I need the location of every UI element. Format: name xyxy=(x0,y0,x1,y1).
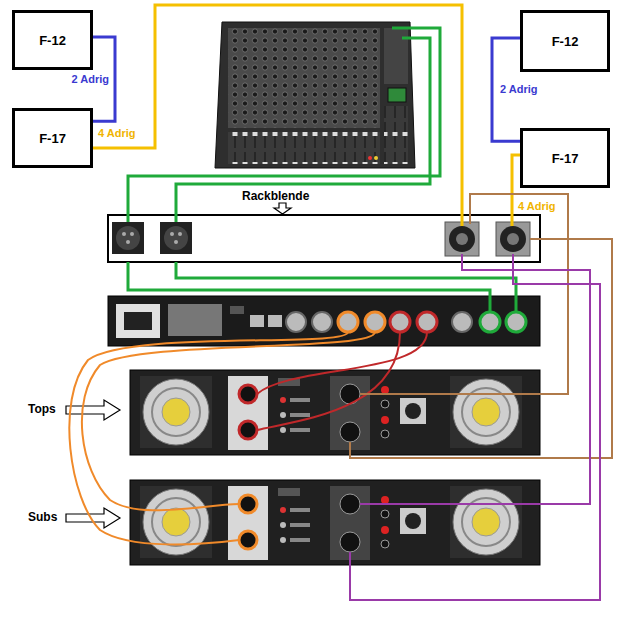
yellow-speaker-cables-part xyxy=(93,5,462,226)
cable-label: 2 Adrig xyxy=(72,73,110,86)
box-label: F-12 xyxy=(39,33,66,48)
crossover-unit-part xyxy=(124,312,152,330)
cable-label: 2 Adrig xyxy=(500,83,538,96)
purple-cables xyxy=(350,254,600,600)
rack-panel-part xyxy=(108,215,540,262)
green-cables xyxy=(128,28,516,312)
green-cables-part xyxy=(128,262,490,312)
green-cables-part xyxy=(128,28,440,222)
yellow-speaker-cables-part xyxy=(512,155,520,226)
red-cables xyxy=(257,332,427,430)
amplifier-subs-part xyxy=(239,531,257,549)
rack-panel-part xyxy=(116,226,140,250)
crossover-unit-part xyxy=(338,312,358,332)
tops-arrow xyxy=(66,400,120,420)
speaker-box: F-17 xyxy=(520,128,610,188)
mixer-console-part xyxy=(388,88,406,102)
rack-panel-part xyxy=(130,232,134,236)
box-label: F-17 xyxy=(552,151,579,166)
crossover-unit-part xyxy=(452,312,472,332)
rack-panel-part xyxy=(178,232,182,236)
crossover-unit-part xyxy=(312,312,332,332)
amplifier-tops-part xyxy=(130,370,540,455)
speaker-box: F-12 xyxy=(12,10,93,70)
box-text-group: F-12 xyxy=(39,33,66,48)
crossover-unit-part xyxy=(230,306,244,314)
crossover-unit-part xyxy=(480,312,500,332)
rack-panel-part xyxy=(112,222,144,254)
wire-label: 4 Adrig xyxy=(98,127,136,140)
crossover-unit-part xyxy=(390,312,410,332)
crossover-unit-part xyxy=(168,304,222,336)
mixer-console-part xyxy=(228,132,380,164)
wire-label: Rackblende xyxy=(242,190,309,204)
orange-cables-part xyxy=(82,332,375,510)
purple-cables-part xyxy=(360,254,590,504)
tops-arrow-part xyxy=(66,400,120,420)
amplifier-tops-part xyxy=(239,421,257,439)
amplifier-tops xyxy=(130,370,540,455)
crossover-unit-part xyxy=(286,312,306,332)
rack-panel-part xyxy=(500,226,526,252)
rack-panel-part xyxy=(174,240,178,244)
amplifier-subs-part xyxy=(239,495,257,513)
purple-cables-part xyxy=(350,254,600,600)
rackblende-arrow xyxy=(274,203,291,214)
rack-panel-part xyxy=(507,233,519,245)
mixer-console xyxy=(215,22,415,168)
mixer-console-part xyxy=(215,22,415,168)
speaker-box: F-12 xyxy=(520,10,610,72)
crossover-unit-part xyxy=(268,315,282,327)
rack-panel-part xyxy=(496,222,530,256)
orange-cables-part xyxy=(69,332,348,544)
crossover-unit-part xyxy=(250,315,264,327)
crossover-unit-part xyxy=(365,312,385,332)
rackblende-arrow-part xyxy=(274,203,291,214)
mixer-console-part xyxy=(368,156,372,160)
mixer-console-part xyxy=(374,156,378,160)
speaker-box: F-17 xyxy=(12,108,93,168)
wire-label: 4 Adrig xyxy=(518,200,556,213)
subs-arrow xyxy=(66,508,120,528)
green-cables-part xyxy=(176,38,430,222)
box-text-group: F-17 xyxy=(39,131,66,146)
orange-cables xyxy=(69,332,375,544)
rack-panel xyxy=(108,215,540,262)
mixer-console-part xyxy=(384,106,408,164)
rack-panel-part xyxy=(449,226,475,252)
rack-panel-part xyxy=(456,233,468,245)
wire-label: Subs xyxy=(28,511,57,525)
box-label: F-12 xyxy=(552,34,579,49)
brown-cables-part xyxy=(350,239,612,458)
amplifier-tops-part xyxy=(239,385,257,403)
mixer-console-part xyxy=(228,28,380,128)
rack-panel-part xyxy=(445,222,479,256)
crossover-unit-part xyxy=(116,304,160,338)
rack-panel-part xyxy=(122,232,126,236)
rack-panel-part xyxy=(126,240,130,244)
box-text-group: F-17 xyxy=(552,151,579,166)
box-label: F-17 xyxy=(39,131,66,146)
rack-panel-part xyxy=(164,226,188,250)
mixer-console-part xyxy=(384,28,408,84)
yellow-speaker-cables xyxy=(93,5,520,226)
rack-panel-part xyxy=(160,222,192,254)
rack-panel-part xyxy=(170,232,174,236)
amplifier-subs-part xyxy=(130,480,540,565)
brown-cables-part xyxy=(360,194,568,394)
red-cables-part xyxy=(257,332,400,430)
crossover-unit-part xyxy=(506,312,526,332)
subs-arrow-part xyxy=(66,508,120,528)
brown-cables xyxy=(350,194,612,458)
box-text-group: F-12 xyxy=(552,34,579,49)
wire-label: Tops xyxy=(28,403,56,417)
crossover-unit-part xyxy=(417,312,437,332)
amplifier-subs xyxy=(130,480,540,565)
